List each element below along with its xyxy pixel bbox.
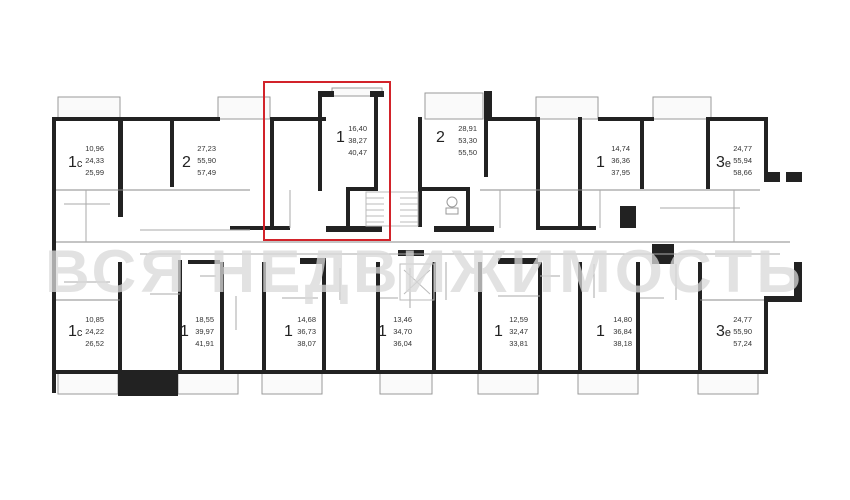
unit-type: 1 <box>596 154 605 171</box>
unit-label[interactable]: 3e 24,77 55,90 57,24 <box>716 315 752 348</box>
unit-total-area: 36,36 <box>611 156 630 165</box>
unit-living-area: 10,85 <box>85 315 104 324</box>
unit-label[interactable]: 1 18,55 39,97 41,91 <box>180 315 214 348</box>
unit-type-suffix: e <box>725 327 731 339</box>
svg-text:2: 2 <box>436 129 445 146</box>
unit-total-area: 36,84 <box>613 327 632 336</box>
unit-label[interactable]: 3e 24,77 55,94 58,66 <box>716 144 752 177</box>
unit-label[interactable]: 1 14,80 36,84 38,18 <box>596 315 632 348</box>
unit-labels: 1c 10,96 24,33 25,99 2 27,23 55,90 57,49… <box>68 124 752 348</box>
unit-living-area: 13,46 <box>393 315 412 324</box>
unit-living-area: 18,55 <box>195 315 214 324</box>
unit-type: 1 <box>336 129 345 146</box>
unit-type: 3 <box>716 323 725 340</box>
unit-area-with-balcony: 57,24 <box>733 339 752 348</box>
unit-label[interactable]: 1 12,59 32,47 33,81 <box>494 315 528 348</box>
balconies-bottom <box>57 371 759 395</box>
unit-living-area: 14,74 <box>611 144 630 153</box>
unit-area-with-balcony: 58,66 <box>733 168 752 177</box>
svg-text:1: 1 <box>284 323 293 340</box>
svg-text:2: 2 <box>182 154 191 171</box>
selected-unit-highlight <box>263 81 391 241</box>
unit-area-with-balcony: 33,81 <box>509 339 528 348</box>
svg-text:1: 1 <box>378 323 387 340</box>
unit-total-area: 55,90 <box>733 327 752 336</box>
unit-area-with-balcony: 57,49 <box>197 168 216 177</box>
unit-label[interactable]: 2 28,91 53,30 55,50 <box>436 124 477 157</box>
unit-living-area: 14,68 <box>297 315 316 324</box>
unit-label[interactable]: 2 27,23 55,90 57,49 <box>182 144 216 177</box>
unit-type: 1 <box>596 323 605 340</box>
unit-total-area: 55,94 <box>733 156 752 165</box>
unit-area-with-balcony: 55,50 <box>458 148 477 157</box>
unit-living-area: 24,77 <box>733 315 752 324</box>
unit-living-area: 16,40 <box>348 124 367 133</box>
unit-type: 1 <box>284 323 293 340</box>
svg-text:3e: 3e <box>716 154 731 171</box>
unit-label[interactable]: 1c 10,85 24,22 26,52 <box>68 315 104 348</box>
unit-total-area: 36,73 <box>297 327 316 336</box>
unit-area-with-balcony: 41,91 <box>195 339 214 348</box>
unit-area-with-balcony: 25,99 <box>85 168 104 177</box>
unit-living-area: 28,91 <box>458 124 477 133</box>
unit-living-area: 10,96 <box>85 144 104 153</box>
unit-total-area: 55,90 <box>197 156 216 165</box>
unit-total-area: 24,22 <box>85 327 104 336</box>
inner-walls-top <box>118 91 710 232</box>
outer-walls <box>52 91 802 396</box>
unit-area-with-balcony: 40,47 <box>348 148 367 157</box>
unit-type-suffix: e <box>725 158 731 170</box>
partitions <box>56 189 790 330</box>
unit-area-with-balcony: 38,18 <box>613 339 632 348</box>
unit-type-suffix: c <box>77 158 83 170</box>
unit-total-area: 32,47 <box>509 327 528 336</box>
svg-text:1: 1 <box>494 323 503 340</box>
svg-text:1: 1 <box>180 323 189 340</box>
unit-area-with-balcony: 37,95 <box>611 168 630 177</box>
unit-total-area: 53,30 <box>458 136 477 145</box>
stairwell <box>365 191 459 301</box>
unit-living-area: 27,23 <box>197 144 216 153</box>
unit-total-area: 34,70 <box>393 327 412 336</box>
unit-label[interactable]: 1c 10,96 24,33 25,99 <box>68 144 104 177</box>
svg-text:1c: 1c <box>68 154 83 171</box>
unit-type-suffix: c <box>77 327 83 339</box>
svg-text:1: 1 <box>336 129 345 146</box>
unit-total-area: 39,97 <box>195 327 214 336</box>
unit-type: 1 <box>494 323 503 340</box>
unit-label[interactable]: 1 13,46 34,70 36,04 <box>378 315 412 348</box>
unit-type: 2 <box>182 154 191 171</box>
unit-type: 1 <box>68 323 77 340</box>
unit-label[interactable]: 1 14,74 36,36 37,95 <box>596 144 630 177</box>
svg-text:1: 1 <box>596 154 605 171</box>
unit-area-with-balcony: 38,07 <box>297 339 316 348</box>
unit-living-area: 24,77 <box>733 144 752 153</box>
svg-text:1: 1 <box>596 323 605 340</box>
unit-total-area: 38,27 <box>348 136 367 145</box>
svg-text:3e: 3e <box>716 323 731 340</box>
svg-text:1c: 1c <box>68 323 83 340</box>
unit-type: 1 <box>378 323 387 340</box>
watermark-text: ВСЯ НЕДВИЖИМОСТЬ <box>45 238 805 305</box>
unit-type: 2 <box>436 129 445 146</box>
unit-living-area: 14,80 <box>613 315 632 324</box>
unit-type: 3 <box>716 154 725 171</box>
unit-area-with-balcony: 36,04 <box>393 339 412 348</box>
unit-label[interactable]: 1 14,68 36,73 38,07 <box>284 315 316 348</box>
unit-type: 1 <box>68 154 77 171</box>
unit-total-area: 24,33 <box>85 156 104 165</box>
unit-area-with-balcony: 26,52 <box>85 339 104 348</box>
unit-type: 1 <box>180 323 189 340</box>
unit-living-area: 12,59 <box>509 315 528 324</box>
unit-label[interactable]: 1 16,40 38,27 40,47 <box>336 124 367 157</box>
balconies-top <box>57 87 712 120</box>
